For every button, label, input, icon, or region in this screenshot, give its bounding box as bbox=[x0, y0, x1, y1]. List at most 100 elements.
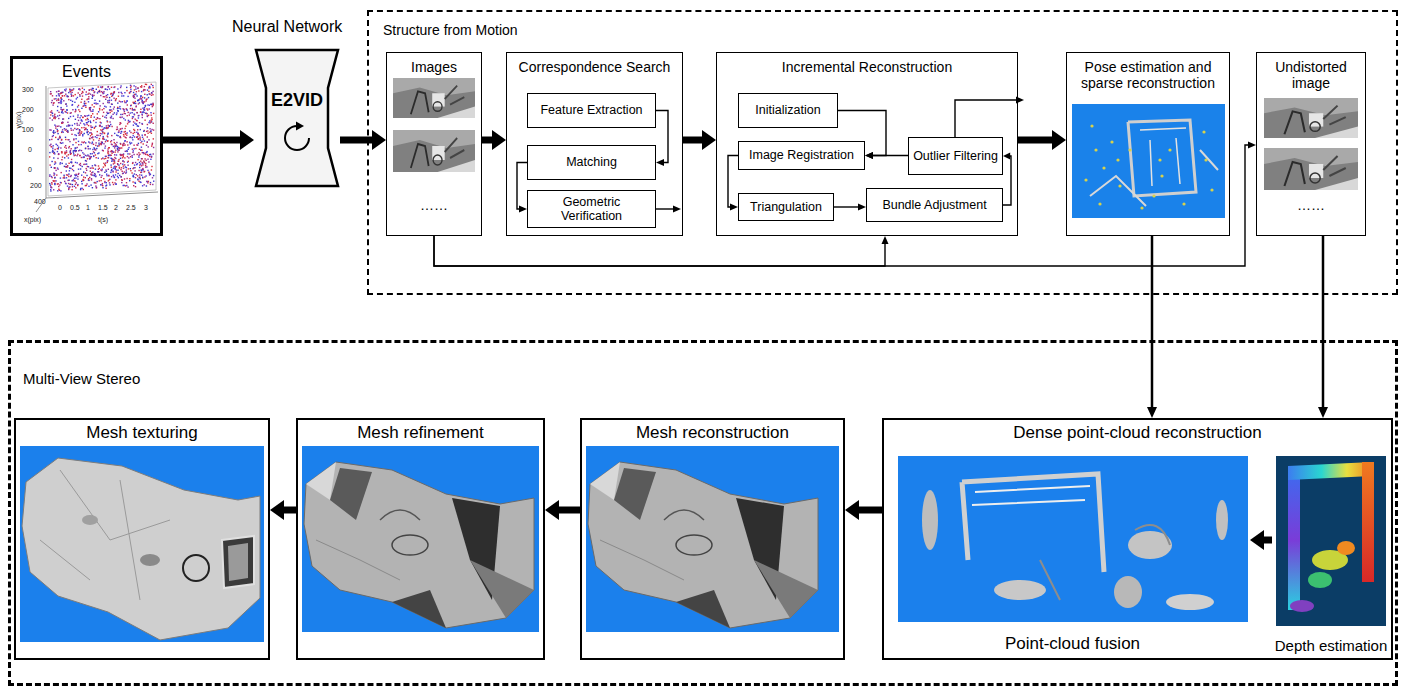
event-plot bbox=[72, 89, 73, 90]
event-plot bbox=[107, 140, 108, 141]
event-plot bbox=[109, 184, 110, 185]
event-plot bbox=[127, 110, 128, 111]
event-plot bbox=[91, 134, 92, 135]
event-plot bbox=[136, 120, 137, 121]
event-plot bbox=[49, 183, 50, 184]
event-plot bbox=[136, 95, 137, 96]
event-plot bbox=[60, 98, 61, 99]
event-plot bbox=[91, 172, 92, 173]
event-plot bbox=[149, 173, 150, 174]
event-plot bbox=[133, 109, 134, 110]
event-plot bbox=[149, 128, 150, 129]
event-plot bbox=[120, 154, 121, 155]
event-plot bbox=[140, 129, 141, 130]
event-plot bbox=[107, 121, 108, 122]
event-plot bbox=[100, 184, 101, 185]
event-plot bbox=[117, 170, 118, 171]
event-plot bbox=[101, 133, 102, 134]
event-plot bbox=[81, 93, 82, 94]
flow-arrow bbox=[858, 204, 866, 211]
ellipsis-text: …… bbox=[420, 197, 448, 213]
event-plot bbox=[141, 147, 142, 148]
event-plot bbox=[102, 138, 103, 139]
event-plot bbox=[151, 104, 152, 105]
event-plot bbox=[141, 158, 142, 159]
node-title: Mesh refinement bbox=[357, 423, 484, 443]
event-plot bbox=[127, 100, 128, 101]
axis-label: 0 bbox=[28, 146, 32, 153]
event-plot bbox=[98, 171, 99, 172]
event-plot bbox=[88, 179, 89, 180]
event-plot bbox=[107, 136, 108, 137]
event-plot bbox=[49, 129, 50, 130]
event-plot bbox=[111, 103, 112, 104]
event-plot bbox=[137, 136, 138, 137]
event-plot bbox=[70, 151, 71, 152]
event-plot bbox=[133, 185, 134, 186]
event-plot bbox=[140, 172, 141, 173]
event-plot bbox=[61, 151, 62, 152]
event-plot bbox=[75, 184, 76, 185]
event-plot bbox=[114, 112, 115, 113]
event-plot bbox=[116, 144, 117, 145]
event-plot bbox=[132, 152, 133, 153]
event-plot bbox=[106, 185, 107, 186]
event-plot bbox=[88, 155, 89, 156]
event-plot bbox=[56, 95, 57, 96]
event-plot bbox=[118, 132, 119, 133]
event-plot bbox=[74, 150, 75, 151]
event-plot bbox=[146, 160, 147, 161]
event-plot bbox=[64, 157, 65, 158]
event-plot bbox=[108, 155, 109, 156]
event-plot bbox=[144, 120, 145, 121]
event-plot bbox=[78, 141, 79, 142]
event-plot bbox=[125, 133, 126, 134]
event-plot bbox=[147, 154, 148, 155]
event-plot bbox=[83, 164, 84, 165]
event-plot bbox=[51, 139, 52, 140]
image-thumbnails bbox=[1264, 148, 1358, 190]
event-plot bbox=[89, 109, 90, 110]
event-plot bbox=[97, 135, 98, 136]
event-plot bbox=[86, 170, 87, 171]
event-plot bbox=[69, 170, 70, 171]
event-plot bbox=[51, 182, 52, 183]
event-plot bbox=[81, 157, 82, 158]
event-plot bbox=[142, 135, 143, 136]
event-plot bbox=[84, 164, 85, 165]
event-plot bbox=[66, 95, 67, 96]
event-plot bbox=[67, 131, 68, 132]
event-plot bbox=[93, 106, 94, 107]
event-plot bbox=[123, 185, 124, 186]
event-plot bbox=[58, 94, 59, 95]
event-plot bbox=[123, 145, 124, 146]
event-plot bbox=[86, 163, 87, 164]
event-plot bbox=[105, 145, 106, 146]
network-shape bbox=[254, 48, 340, 188]
event-plot bbox=[101, 87, 102, 88]
event-plot bbox=[99, 91, 100, 92]
mesh-texturing-image bbox=[183, 555, 209, 581]
event-plot bbox=[114, 106, 115, 107]
event-plot bbox=[61, 111, 62, 112]
event-plot bbox=[72, 101, 73, 102]
event-plot bbox=[50, 111, 51, 112]
flow-arrow bbox=[517, 163, 527, 213]
event-plot bbox=[58, 125, 59, 126]
flow-arrow bbox=[163, 137, 241, 144]
event-plot bbox=[133, 176, 134, 177]
event-plot bbox=[136, 136, 137, 137]
event-plot bbox=[51, 146, 52, 147]
event-plot bbox=[73, 153, 74, 154]
event-plot bbox=[151, 145, 152, 146]
event-plot bbox=[62, 129, 63, 130]
event-plot bbox=[132, 118, 133, 119]
event-plot bbox=[135, 183, 136, 184]
event-plot bbox=[106, 171, 107, 172]
node-title: Incremental Reconstruction bbox=[782, 59, 952, 75]
event-plot bbox=[89, 90, 90, 91]
event-plot bbox=[92, 153, 93, 154]
event-plot bbox=[90, 157, 91, 158]
event-plot bbox=[120, 114, 121, 115]
node-title: Point-cloud fusion bbox=[1005, 634, 1140, 654]
